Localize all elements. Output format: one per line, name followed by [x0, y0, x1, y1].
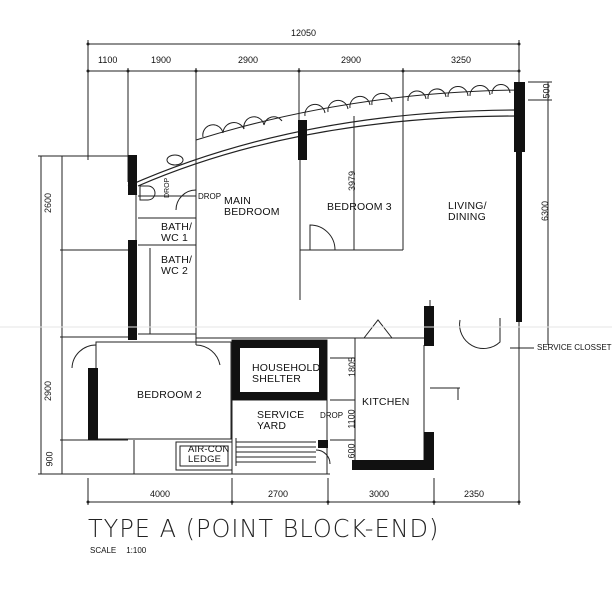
room-aircon-line1: AIR-CON	[188, 444, 230, 455]
drop-label-service-yard: DROP	[320, 411, 344, 420]
room-shelter-line2: SHELTER	[252, 373, 302, 386]
dim-top-1: 1100	[98, 55, 118, 65]
plan-title: TYPE A (POINT BLOCK-END)	[88, 514, 440, 544]
room-yard-line2: YARD	[257, 420, 287, 433]
dim-left-1: 2600	[43, 192, 54, 214]
room-bedroom-3: BEDROOM 3	[327, 201, 392, 213]
dim-top-2: 1900	[151, 55, 172, 65]
drop-label-main-bath: DROP	[198, 192, 222, 201]
dim-top-3: 2900	[238, 55, 259, 65]
dim-kitchen-1: 1805	[347, 356, 358, 378]
room-aircon-ledge: AIR-CON LEDGE	[188, 445, 230, 465]
room-main-bedroom-line2: BEDROOM	[224, 206, 280, 219]
dim-bottom-3: 3000	[369, 489, 390, 499]
room-shelter-line1: HOUSEHOLD	[252, 362, 321, 374]
room-aircon-line2: LEDGE	[188, 453, 222, 465]
room-living-dining: LIVING/ DINING	[448, 200, 487, 224]
scale-label: SCALE	[90, 546, 117, 555]
dim-left-2: 2900	[43, 380, 54, 402]
room-bath1-line2: WC 1	[161, 232, 189, 245]
dim-left-3: 900	[44, 451, 55, 467]
dim-bedroom3-depth: 3979	[347, 170, 358, 192]
dim-right-2: 6300	[540, 200, 551, 222]
dim-kitchen-3: 600	[346, 443, 357, 459]
room-kitchen: KITCHEN	[362, 396, 410, 408]
dim-bottom-2: 2700	[268, 489, 289, 499]
room-yard-line1: SERVICE	[257, 409, 305, 421]
room-service-yard: SERVICE YARD	[257, 409, 305, 433]
drop-label-bath: DROP	[164, 177, 171, 198]
room-main-bedroom-line1: MAIN	[224, 195, 252, 207]
room-bath1-line1: BATH/	[161, 221, 193, 233]
dim-right-1: 500	[541, 83, 552, 99]
room-household-shelter: HOUSEHOLD SHELTER	[252, 362, 321, 386]
room-living-line1: LIVING/	[448, 200, 487, 212]
room-bath-wc-2: BATH/ WC 2	[161, 254, 193, 278]
service-closet-label: SERVICE CLOSSET	[537, 343, 612, 352]
room-bath-wc-1: BATH/ WC 1	[161, 221, 193, 245]
room-bath2-line1: BATH/	[161, 254, 193, 266]
dim-bottom-4: 2350	[464, 489, 485, 499]
dim-bottom-1: 4000	[150, 489, 171, 499]
room-living-line2: DINING	[448, 211, 486, 224]
scale-value: 1:100	[126, 546, 147, 555]
plan-scale: SCALE 1:100	[90, 546, 146, 555]
dim-top-5: 3250	[451, 55, 472, 65]
dim-top-4: 2900	[341, 55, 362, 65]
room-main-bedroom: MAIN BEDROOM	[224, 195, 280, 219]
dim-top-total: 12050	[291, 28, 317, 38]
dim-kitchen-2: 1100	[346, 409, 357, 429]
room-bath2-line2: WC 2	[161, 265, 189, 278]
room-bedroom-2: BEDROOM 2	[137, 389, 202, 401]
